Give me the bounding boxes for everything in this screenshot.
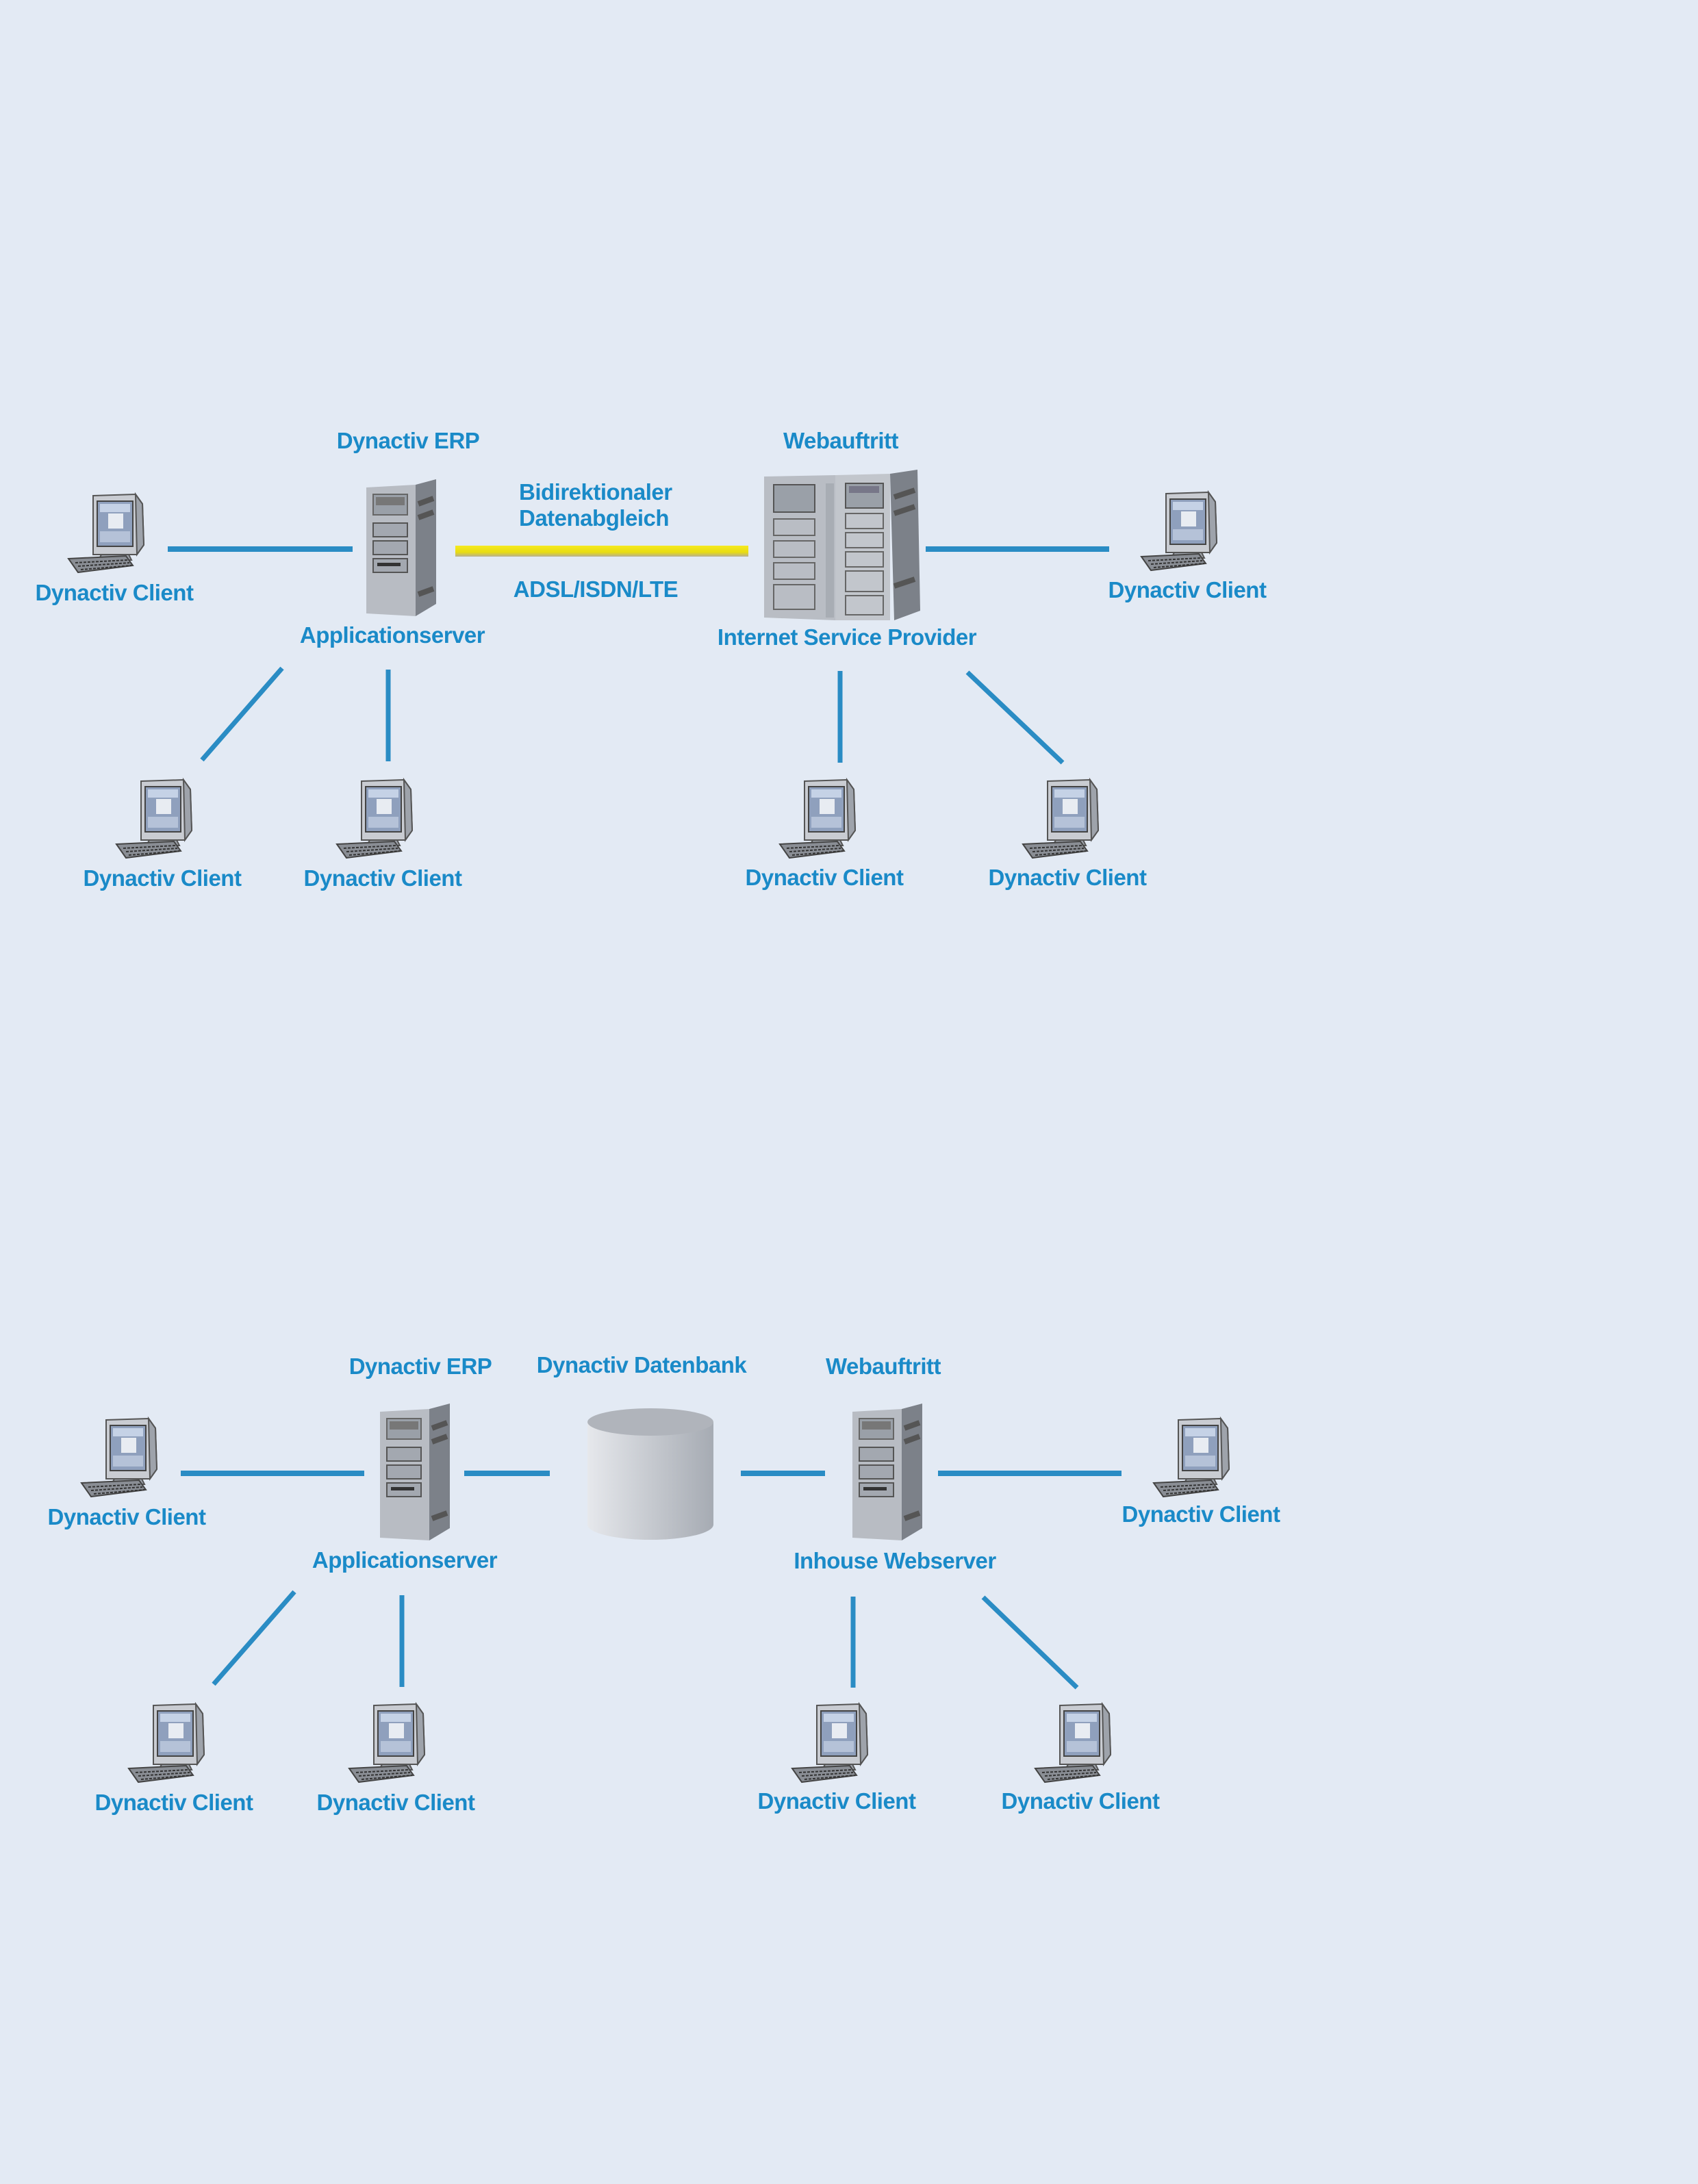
client-computer-icon xyxy=(108,777,204,859)
client-label: Dynactiv Client xyxy=(745,865,904,890)
client-computer-icon xyxy=(341,1701,437,1783)
rack-server-icon xyxy=(760,470,924,620)
client-computer-icon xyxy=(1145,1416,1241,1498)
link-top-isp-client-4 xyxy=(965,670,1065,765)
top-webauftritt-title: Webauftritt xyxy=(783,428,899,453)
wan-label-line-2: Datenabgleich xyxy=(519,505,670,531)
wan-link xyxy=(455,546,748,557)
link-bottom-web-client-4 xyxy=(981,1595,1079,1690)
wan-connection-type: ADSL/ISDN/LTE xyxy=(513,576,679,602)
wan-label-line-1: Bidirektionaler xyxy=(519,479,672,505)
client-label: Dynactiv Client xyxy=(757,1788,916,1814)
tower-server-icon xyxy=(359,479,442,616)
client-label: Dynactiv Client xyxy=(1108,577,1267,602)
client-label: Dynactiv Client xyxy=(1001,1788,1160,1814)
client-label: Dynactiv Client xyxy=(303,865,462,891)
client-computer-icon xyxy=(772,777,867,859)
client-computer-icon xyxy=(1133,490,1229,572)
client-label: Dynactiv Client xyxy=(94,1790,253,1815)
client-computer-icon xyxy=(784,1701,880,1783)
top-isp-caption: Internet Service Provider xyxy=(717,624,977,650)
database-cylinder-icon xyxy=(587,1408,713,1540)
client-computer-icon xyxy=(329,777,424,859)
database-title: Dynactiv Datenbank xyxy=(536,1352,747,1377)
client-computer-icon xyxy=(60,492,156,574)
bottom-applicationserver-caption: Applicationserver xyxy=(312,1547,498,1573)
tower-server-icon xyxy=(846,1404,928,1540)
bottom-erp-title: Dynactiv ERP xyxy=(349,1354,492,1379)
bottom-webauftritt-title: Webauftritt xyxy=(825,1354,941,1379)
inhouse-webserver-caption: Inhouse Webserver xyxy=(794,1548,996,1573)
link-top-app-client-1 xyxy=(200,666,284,762)
tower-server-icon xyxy=(373,1404,455,1540)
link-bottom-app-client-1 xyxy=(212,1590,296,1686)
client-computer-icon xyxy=(121,1701,216,1783)
top-applicationserver-caption: Applicationserver xyxy=(299,622,485,648)
client-computer-icon xyxy=(73,1416,169,1498)
client-label: Dynactiv Client xyxy=(316,1790,475,1815)
client-label: Dynactiv Client xyxy=(988,865,1147,890)
client-label: Dynactiv Client xyxy=(1122,1501,1280,1527)
client-label: Dynactiv Client xyxy=(35,580,194,605)
client-computer-icon xyxy=(1015,777,1111,859)
client-label: Dynactiv Client xyxy=(47,1504,206,1529)
client-computer-icon xyxy=(1027,1701,1123,1783)
top-erp-title: Dynactiv ERP xyxy=(336,428,480,453)
client-label: Dynactiv Client xyxy=(83,865,242,891)
